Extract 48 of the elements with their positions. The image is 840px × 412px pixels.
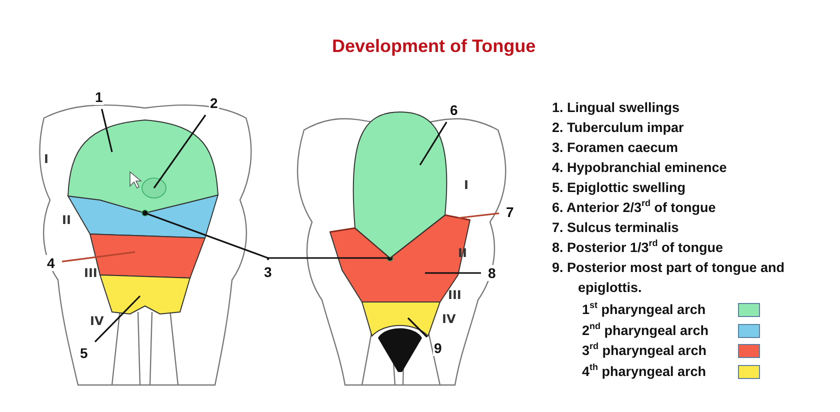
arch-numeral: IV (90, 314, 104, 328)
list-item: 3. Foramen caecum (552, 139, 680, 157)
list-item: 1. Lingual swellings (552, 99, 681, 117)
arch-numeral: I (44, 152, 48, 166)
callout-number: 9 (433, 340, 443, 356)
leader-line (94, 295, 141, 342)
legend-text: 2$^{nd}$ pharyngeal arch (582, 320, 709, 340)
arch-numeral: II (458, 246, 467, 260)
tubercle (142, 178, 166, 198)
list-item: 6. Anterior 2/3$^{rd}$ of tongue (552, 198, 717, 217)
leader-line (144, 212, 269, 260)
callout-number: 3 (263, 264, 273, 280)
callout-number: 1 (94, 89, 104, 105)
leader-line (425, 272, 481, 274)
arch-numeral: I (464, 178, 468, 192)
callout-number: 7 (505, 204, 515, 220)
callout-number: 6 (449, 102, 459, 118)
sulcus-line (330, 214, 470, 259)
arch-numeral: IV (442, 312, 456, 326)
leader-line (62, 251, 136, 262)
arch-numeral: III (448, 288, 462, 302)
leader-line (101, 108, 113, 152)
tongue-region (329, 214, 471, 302)
list-item: 8. Posterior 1/3$^{rd}$ of tongue (552, 238, 724, 257)
lingual-swelling-region (68, 120, 218, 214)
leader-line (458, 212, 500, 219)
legend-text: 3$^{rd}$ pharyngeal arch (582, 341, 707, 360)
list-item: 9. Posterior most part of tongue and epiglottis. (552, 259, 786, 297)
callout-number: 8 (487, 265, 497, 281)
arch-numeral: III (84, 266, 98, 280)
diagram-title: Development of Tongue (332, 36, 536, 57)
list-item: 2. Tuberculum impar (552, 119, 685, 137)
callout-number: 4 (46, 255, 56, 271)
legend-text: 1$^{st}$ pharyngeal arch (582, 300, 706, 319)
callout-number: 5 (79, 345, 89, 361)
legend-text: 4$^{th}$ pharyngeal arch (582, 362, 706, 381)
tongue-region (352, 112, 448, 258)
callout-number: 2 (209, 95, 219, 111)
leader-line (153, 114, 206, 188)
list-item: 5. Epiglottic swelling (552, 179, 687, 197)
arch-numeral: II (62, 213, 71, 227)
swelling-region (99, 274, 191, 315)
pit-dot (142, 210, 148, 216)
leader-line (267, 257, 390, 260)
list-item: 7. Sulcus terminalis (552, 219, 680, 237)
leader-line (407, 317, 428, 338)
list-item: 4. Hypobranchial eminence (552, 159, 728, 177)
epiglottis-region (362, 302, 440, 336)
